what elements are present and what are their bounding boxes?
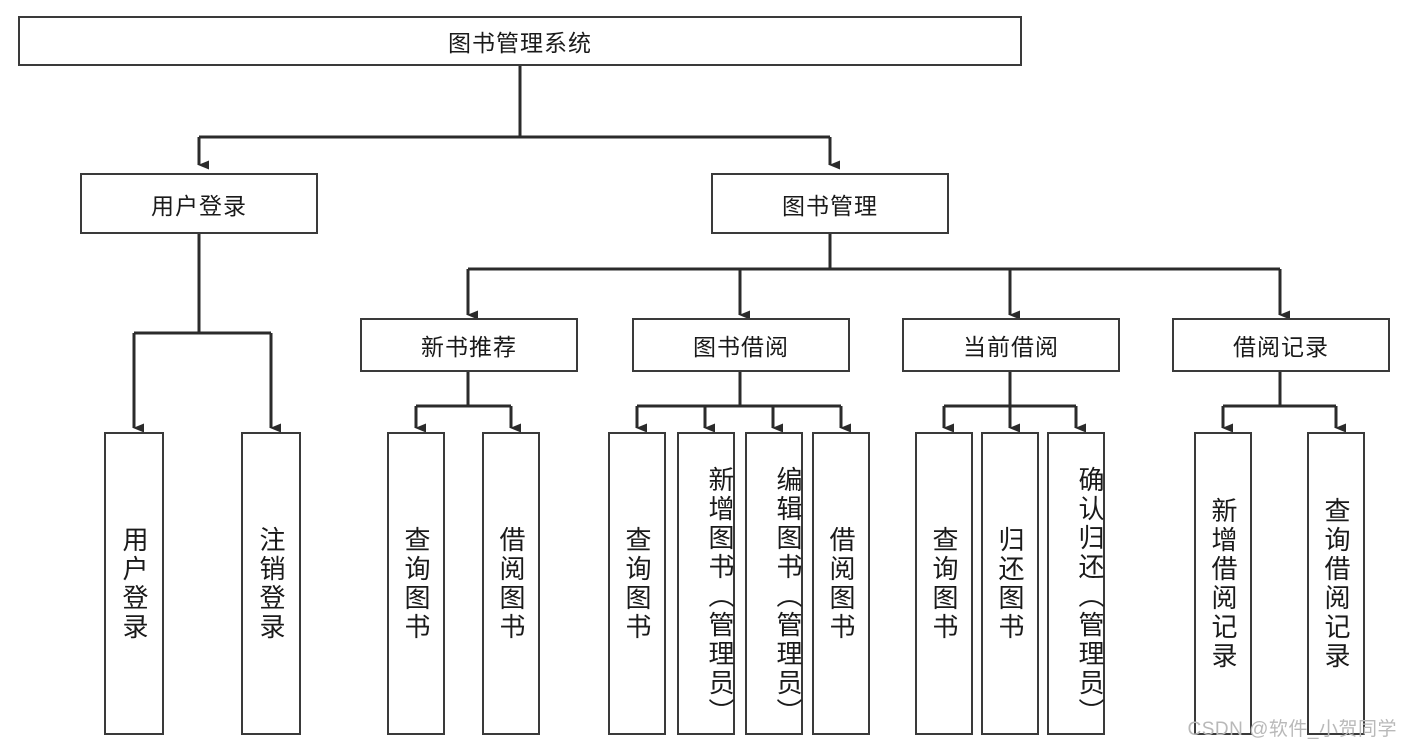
node-root[interactable]: 图书管理系统 bbox=[18, 16, 1022, 66]
leaf-query-book-b-label: 查询图书 bbox=[622, 525, 652, 642]
node-borrow-record[interactable]: 借阅记录 bbox=[1172, 318, 1390, 372]
leaf-query-book-b[interactable]: 查询图书 bbox=[608, 432, 666, 735]
leaf-logout[interactable]: 注销登录 bbox=[241, 432, 301, 735]
leaf-query-book-c[interactable]: 查询图书 bbox=[915, 432, 973, 735]
leaf-query-record[interactable]: 查询借阅记录 bbox=[1307, 432, 1365, 735]
node-book-borrow-label: 图书借阅 bbox=[693, 334, 789, 360]
node-borrow-record-label: 借阅记录 bbox=[1233, 334, 1329, 360]
leaf-confirm-return-label: 确认归还（管理员） bbox=[1075, 466, 1105, 727]
leaf-query-book-a-label: 查询图书 bbox=[401, 525, 431, 642]
leaf-query-book-c-label: 查询图书 bbox=[929, 525, 959, 642]
node-new-book-rec[interactable]: 新书推荐 bbox=[360, 318, 578, 372]
node-current-borrow[interactable]: 当前借阅 bbox=[902, 318, 1120, 372]
leaf-edit-book-label: 编辑图书（管理员） bbox=[773, 466, 803, 727]
node-user-login[interactable]: 用户登录 bbox=[80, 173, 318, 234]
leaf-logout-label: 注销登录 bbox=[256, 525, 286, 642]
leaf-add-book-label: 新增图书（管理员） bbox=[705, 466, 735, 727]
watermark: CSDN @软件_小贺同学 bbox=[1187, 719, 1397, 740]
leaf-add-record-label: 新增借阅记录 bbox=[1208, 496, 1238, 671]
node-current-borrow-label: 当前借阅 bbox=[963, 334, 1059, 360]
leaf-borrow-book-a[interactable]: 借阅图书 bbox=[482, 432, 540, 735]
node-book-manage[interactable]: 图书管理 bbox=[711, 173, 949, 234]
leaf-query-book-a[interactable]: 查询图书 bbox=[387, 432, 445, 735]
node-user-login-label: 用户登录 bbox=[151, 192, 247, 219]
leaf-add-record[interactable]: 新增借阅记录 bbox=[1194, 432, 1252, 735]
leaf-borrow-book-b[interactable]: 借阅图书 bbox=[812, 432, 870, 735]
node-book-borrow[interactable]: 图书借阅 bbox=[632, 318, 850, 372]
leaf-confirm-return[interactable]: 确认归还（管理员） bbox=[1047, 432, 1105, 735]
node-root-label: 图书管理系统 bbox=[448, 30, 592, 56]
leaf-edit-book[interactable]: 编辑图书（管理员） bbox=[745, 432, 803, 735]
leaf-borrow-book-b-label: 借阅图书 bbox=[826, 525, 856, 642]
node-book-manage-label: 图书管理 bbox=[782, 192, 878, 219]
leaf-user-login-label: 用户登录 bbox=[119, 525, 149, 642]
node-new-book-rec-label: 新书推荐 bbox=[421, 334, 517, 360]
leaf-user-login[interactable]: 用户登录 bbox=[104, 432, 164, 735]
leaf-return-book-label: 归还图书 bbox=[995, 525, 1025, 642]
leaf-query-record-label: 查询借阅记录 bbox=[1321, 496, 1351, 671]
leaf-add-book[interactable]: 新增图书（管理员） bbox=[677, 432, 735, 735]
leaf-return-book[interactable]: 归还图书 bbox=[981, 432, 1039, 735]
leaf-borrow-book-a-label: 借阅图书 bbox=[496, 525, 526, 642]
